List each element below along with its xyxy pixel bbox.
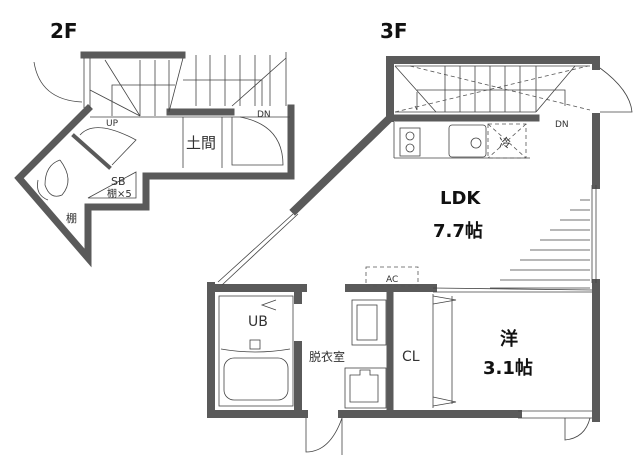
- bathroom: [218, 295, 294, 407]
- label-ldk-size: 7.7帖: [433, 220, 483, 242]
- label-entry: 土間: [186, 134, 216, 152]
- label-ldk: LDK: [440, 188, 481, 209]
- washbasin-icon: [351, 299, 387, 346]
- label-up: UP: [106, 119, 119, 129]
- label-sb-shelves: 棚×5: [107, 187, 132, 200]
- label-fridge: 冷: [499, 136, 511, 150]
- label-sb: SB: [111, 175, 126, 188]
- windows-3f: [217, 185, 597, 419]
- label-western-size: 3.1帖: [483, 357, 533, 379]
- floor-2f: 2F UP DN 土間 SB 棚×5 棚: [14, 19, 295, 268]
- label-dressing: 脱衣室: [309, 349, 345, 364]
- washer-icon: [344, 367, 387, 409]
- floor-label-3f: 3F: [380, 19, 408, 43]
- label-dn-2f: DN: [257, 110, 271, 120]
- floor-3f: 3F 冷: [207, 19, 633, 455]
- label-western: 洋: [500, 328, 518, 350]
- stove-icon: [399, 127, 421, 157]
- stairs-2f: [33, 52, 290, 201]
- stair-hatch: [490, 199, 590, 289]
- label-ub: UB: [248, 314, 268, 330]
- label-closet: CL: [402, 349, 420, 365]
- walls-2f: [14, 51, 295, 268]
- stairs-3f: [394, 65, 633, 113]
- bathtub-icon: [223, 357, 289, 401]
- label-ac: AC: [386, 275, 398, 285]
- floor-label-2f: 2F: [50, 19, 78, 43]
- label-dn-3f: DN: [555, 120, 569, 130]
- kitchen: 冷: [393, 122, 530, 159]
- fridge-box: [487, 123, 527, 159]
- walls-3f: [207, 56, 600, 422]
- label-shelf: 棚: [66, 211, 77, 225]
- sink-icon: [448, 124, 487, 158]
